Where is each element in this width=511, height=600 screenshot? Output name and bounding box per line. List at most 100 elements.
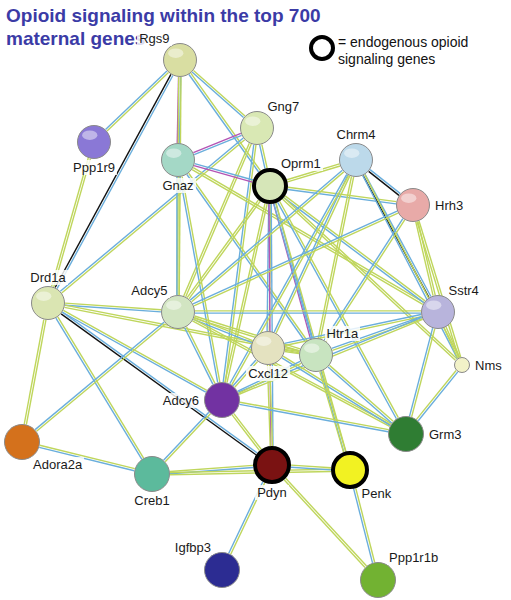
edge-line xyxy=(52,158,89,286)
edge-line xyxy=(444,328,458,358)
interaction-edge xyxy=(60,138,244,293)
edge-line xyxy=(56,318,142,459)
interaction-edge xyxy=(184,143,252,297)
interaction-edge xyxy=(416,371,457,421)
gene-node: Adcy6 xyxy=(204,382,240,418)
node-circle xyxy=(240,111,274,145)
node-circle xyxy=(31,286,65,320)
edge-line xyxy=(239,319,423,394)
gene-node: Igfbp3 xyxy=(204,552,240,588)
edge-line xyxy=(106,71,167,130)
edge-line xyxy=(164,412,209,460)
gene-node: Drd1a xyxy=(31,286,65,320)
node-circle xyxy=(252,168,288,204)
edge-line xyxy=(170,469,331,472)
gene-node: Ppp1r9 xyxy=(77,125,111,159)
edge-line xyxy=(239,363,301,393)
edge-line xyxy=(35,322,164,430)
edge-line xyxy=(284,480,365,568)
edge-line xyxy=(192,170,423,305)
interaction-edge xyxy=(190,170,344,302)
gene-node: Nms xyxy=(454,357,470,373)
gene-label: Chrm4 xyxy=(335,127,378,142)
node-circle xyxy=(396,188,430,222)
edge-line xyxy=(280,201,399,417)
edge-line xyxy=(26,320,46,425)
node-circle xyxy=(204,552,240,588)
gene-label: Gng7 xyxy=(266,99,302,114)
edge-line xyxy=(320,177,353,339)
gene-node: Chrm4 xyxy=(339,143,373,177)
node-circle xyxy=(163,43,197,77)
interaction-edge xyxy=(444,327,460,358)
node-circle xyxy=(161,295,195,329)
interaction-edge xyxy=(284,314,421,345)
node-circle xyxy=(134,456,170,492)
edge-line xyxy=(285,349,299,351)
interaction-edge xyxy=(410,328,435,417)
edge-line xyxy=(185,328,213,385)
gene-node: Gng7 xyxy=(240,111,274,145)
gene-label: Nms xyxy=(473,358,504,373)
interaction-edge xyxy=(195,311,421,313)
edge-line xyxy=(291,465,331,468)
gene-node: Grm3 xyxy=(388,416,424,452)
node-circle xyxy=(161,143,195,177)
edge-line xyxy=(320,372,344,452)
node-circle xyxy=(388,416,424,452)
interaction-edge xyxy=(416,221,435,295)
edge-line xyxy=(195,164,253,180)
gene-node: Oprm1 xyxy=(252,168,288,204)
edge-line xyxy=(180,177,218,383)
gene-label: Pdyn xyxy=(255,485,289,500)
interaction-edge xyxy=(291,465,331,470)
interaction-edge xyxy=(164,412,211,461)
legend-text: = endogenous opioid signaling genes xyxy=(338,34,503,68)
edge-line xyxy=(328,367,392,423)
edge-line xyxy=(274,175,348,332)
interaction-edge xyxy=(318,176,353,338)
interaction-edge xyxy=(285,349,300,353)
gene-node: Htr1a xyxy=(299,338,333,372)
gene-node: Pdyn xyxy=(253,446,291,484)
gene-node: Adora2a xyxy=(4,424,40,460)
interaction-edge xyxy=(193,211,398,306)
gene-node: Ppp1r1b xyxy=(360,562,396,598)
edge-line xyxy=(186,144,252,297)
edge-line xyxy=(193,70,245,115)
gene-node: Hrh3 xyxy=(396,188,430,222)
interaction-edge xyxy=(240,402,389,432)
gene-node: Penk xyxy=(331,451,369,489)
edge-line xyxy=(65,303,161,310)
gene-label: Drd1a xyxy=(28,270,67,285)
edge-line xyxy=(193,168,424,303)
gene-label: Hrh3 xyxy=(433,198,465,213)
gene-label: Gnaz xyxy=(160,178,195,193)
gene-node: Sstr4 xyxy=(421,295,455,329)
edge-line xyxy=(37,324,166,432)
edge-line xyxy=(262,144,267,168)
edge-line xyxy=(194,319,391,424)
edge-line xyxy=(322,371,346,451)
interaction-edge xyxy=(192,168,424,305)
gene-node: Gnaz xyxy=(161,143,195,177)
node-circle xyxy=(331,451,369,489)
interaction-edge xyxy=(55,74,173,288)
edge-line xyxy=(330,365,394,421)
edge-line xyxy=(238,361,300,391)
edge-line xyxy=(194,213,398,306)
interaction-edge xyxy=(232,414,261,451)
node-circle xyxy=(299,338,333,372)
interaction-edge xyxy=(170,469,331,474)
edge-line xyxy=(54,159,91,287)
edge-line xyxy=(324,219,403,340)
edge-line xyxy=(195,310,421,311)
gene-label: Penk xyxy=(360,486,394,501)
interaction-edge xyxy=(238,317,422,394)
interaction-edge xyxy=(278,201,399,418)
interaction-edge xyxy=(238,361,301,393)
interaction-edge xyxy=(24,320,46,425)
node-circle xyxy=(251,331,285,365)
gene-label: Ppp1r1b xyxy=(387,550,440,565)
edge-line xyxy=(58,317,144,458)
